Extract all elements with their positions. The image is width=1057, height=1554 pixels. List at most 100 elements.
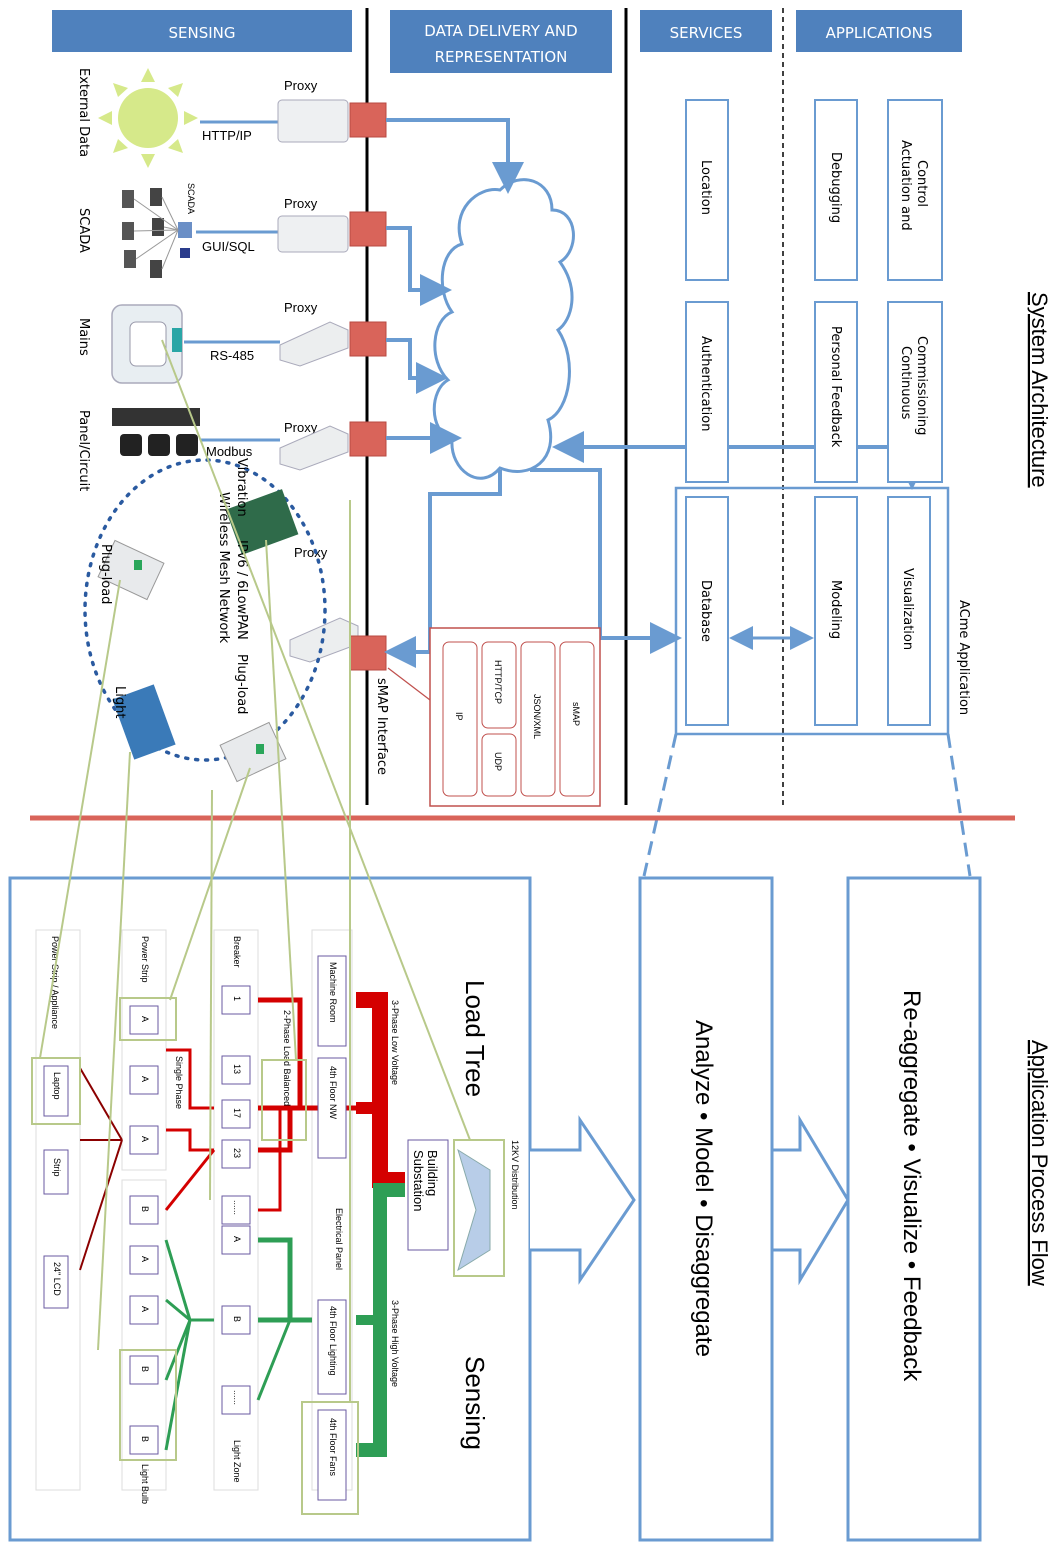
label-12kv: 12KV Distribution — [510, 1140, 520, 1210]
panel-node-4: 4th Floor Fans — [328, 1418, 338, 1477]
panel-node-1: Machine Room — [328, 962, 338, 1023]
service-authentication-label: Authentication — [698, 336, 713, 431]
analyze-panel — [638, 876, 774, 1542]
proxy-wireless: Proxy — [289, 545, 359, 663]
cloud-database-arrow — [530, 468, 682, 654]
acme-title: ACme Application — [956, 600, 971, 715]
app-personal-feedback — [814, 301, 858, 483]
appliance-label: Power Strip / Appliance — [50, 936, 60, 1029]
label-plug-load-right: Plug-load — [234, 654, 249, 714]
label-ipv6: IPv6 / 6LowPAN — [234, 540, 249, 640]
service-authentication — [685, 301, 729, 483]
panel-node-3: 4th Floor Lighting — [328, 1306, 338, 1376]
breaker-23: 23 — [232, 1148, 242, 1158]
acme-database-label: Database — [698, 580, 713, 642]
smap-to-cloud-arrows — [386, 118, 524, 454]
service-location-label: Location — [698, 160, 713, 215]
title-application-process-flow: Application Process Flow — [1027, 1040, 1052, 1286]
light-a1: A — [140, 1256, 150, 1262]
power-strip-label: Power Strip — [140, 936, 150, 983]
proxy-label-3: Proxy — [284, 300, 318, 315]
breaker-17: 17 — [232, 1108, 242, 1118]
header-sensing: SENSING — [168, 24, 235, 42]
wireless-mesh-ring — [83, 458, 327, 762]
flow-arrow-1 — [530, 1115, 636, 1285]
stack-udp: UDP — [493, 752, 503, 771]
sensor-highlight-boxes — [31, 997, 359, 1515]
reaggregate-text: Re-aggregate • Visualize • Feedback — [898, 990, 925, 1382]
light-b2: B — [140, 1436, 150, 1442]
label-single-phase: Single Phase — [174, 1056, 184, 1109]
substation-label-2: Substation — [411, 1150, 426, 1211]
acme-database — [685, 496, 729, 726]
smap-node-4 — [349, 421, 387, 457]
label-scada-small: SCADA — [186, 183, 196, 214]
panel-node-2: 4th Floor NW — [328, 1066, 338, 1120]
top-headers: SENSING DATA DELIVERY AND REPRESENTATION… — [52, 10, 962, 73]
protocol-modbus: Modbus — [206, 444, 253, 459]
header-sensing-bg — [52, 10, 352, 52]
reaggregate-panel — [846, 876, 982, 1542]
app-debugging-label: Debugging — [828, 152, 843, 223]
protocol-stack: IP HTTP/TCP UDP JSON/XML sMAP — [429, 627, 601, 807]
proxy-mains: Proxy — [279, 300, 349, 367]
proxy-label-2: Proxy — [284, 196, 318, 211]
power-strip-nodes — [129, 1005, 159, 1455]
light-a2: A — [140, 1306, 150, 1312]
stack-smap: sMAP — [571, 702, 581, 726]
stack-json-xml: JSON/XML — [532, 694, 542, 739]
title-system-architecture: System Architecture — [1027, 292, 1052, 488]
power-strip-a2: A — [140, 1076, 150, 1082]
zoom-lines — [642, 733, 972, 877]
power-strip-a3: A — [140, 1136, 150, 1142]
breaker-more-2: ...... — [232, 1390, 242, 1405]
acme-modeling-label: Modeling — [828, 580, 843, 639]
application-boxes — [814, 99, 943, 483]
app-actuation-label-1: Actuation and — [898, 140, 913, 231]
acme-visualization — [887, 496, 931, 726]
app-debugging — [814, 99, 858, 281]
app-continuous-label-1: Continuous — [898, 346, 913, 420]
breaker-nodes — [221, 985, 251, 1415]
app-actuation — [887, 99, 943, 281]
light-bulb-label: Light Bulb — [140, 1464, 150, 1504]
appliance-laptop: Laptop — [52, 1072, 62, 1100]
app-continuous-commissioning — [887, 301, 943, 483]
vibration-sensor-icon — [225, 489, 299, 555]
sun-icon — [98, 68, 198, 168]
light-zone-label: Light Zone — [232, 1440, 242, 1483]
label-mains: Mains — [76, 318, 91, 356]
acme-modeling — [814, 496, 858, 726]
cloud-icon — [432, 178, 575, 480]
acme-visualization-label: Visualization — [900, 568, 915, 650]
label-scada: SCADA — [76, 208, 91, 253]
load-tree-sensing: Sensing — [460, 1356, 490, 1450]
proxy-panel: Proxy — [279, 420, 349, 471]
plug-load-left-icon — [97, 539, 165, 601]
label-vibration: Vibration — [234, 458, 249, 517]
smap-node-5 — [349, 635, 387, 671]
smap-node-2 — [349, 211, 387, 247]
cloud-to-smap-arrow — [384, 470, 502, 668]
acme-application: ACme Application Database Modeling Visua… — [674, 486, 971, 736]
smap-nodes — [349, 102, 387, 671]
header-services: SERVICES — [670, 24, 743, 42]
scada-network-icon — [122, 188, 192, 278]
service-location — [685, 99, 729, 281]
protocol-rs485: RS-485 — [210, 348, 254, 363]
smap-node-3 — [349, 321, 387, 357]
substation-label-1: Building — [425, 1150, 440, 1196]
load-tree-panel: Load Tree Sensing — [8, 876, 532, 1542]
stack-ip: IP — [454, 712, 464, 721]
smap-node-1 — [349, 102, 387, 138]
appliance-lcd: 24" LCD — [52, 1262, 62, 1296]
appliance-strip: Strip — [52, 1158, 62, 1177]
app-actuation-label-2: Control — [914, 160, 929, 207]
header-applications: APPLICATIONS — [826, 24, 933, 42]
breaker-a: A — [232, 1236, 242, 1242]
breaker-13: 13 — [232, 1064, 242, 1074]
label-high-voltage: 3-Phase High Voltage — [390, 1300, 400, 1387]
power-strip-a1: A — [140, 1016, 150, 1022]
proxy-label-4: Proxy — [284, 420, 318, 435]
appliance-nodes — [43, 1065, 69, 1309]
